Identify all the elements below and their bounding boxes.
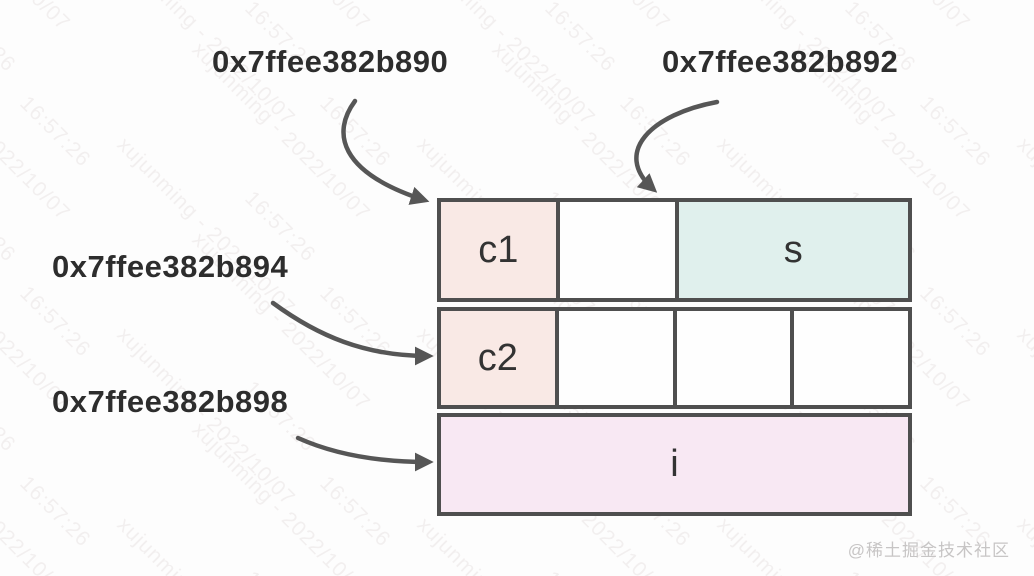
watermark-text: xujunming - 2022/10/07	[1012, 0, 1034, 131]
memory-row-2: c2	[437, 307, 912, 409]
watermark-text: 16:57:26	[540, 0, 621, 77]
watermark-text: xujunming - 2022/10/07	[1012, 133, 1034, 320]
watermark-text: 16:57:26	[15, 91, 96, 172]
cell-c2: c2	[441, 311, 559, 405]
arrow-addr890-to-c1	[341, 98, 430, 205]
watermark-text: 16:57:26	[315, 91, 396, 172]
watermark-text: 16:57:26	[315, 281, 396, 362]
watermark-text: xujunming - 2022/10/07	[187, 0, 375, 36]
watermark-text: 16:57:26	[615, 91, 696, 172]
arrow-addr898-to-i	[295, 435, 434, 472]
watermark-text: 16:57:26	[315, 471, 396, 552]
community-credit: @稀土掘金技术社区	[847, 541, 1010, 560]
watermark-text: 16:57:26	[540, 567, 620, 576]
cell-s: s	[678, 202, 908, 298]
watermark-text: xujunming - 2022/10/07	[1012, 323, 1034, 510]
cell-padding	[558, 311, 677, 405]
address-label-0x7ffee382b894: 0x7ffee382b894	[52, 249, 289, 284]
address-label-0x7ffee382b890: 0x7ffee382b890	[212, 44, 449, 79]
watermark-text: xujunming - 2022/10/07	[1012, 513, 1034, 576]
watermark-text: 16:57:26	[840, 567, 920, 576]
watermark-text: xujunming - 2022/10/07	[787, 0, 975, 36]
watermark-text: xujunming - 2022/10/07	[187, 418, 375, 576]
watermark-text: 16:57:26	[0, 567, 20, 576]
watermark-text: 16:57:26	[15, 471, 96, 552]
cell-c1: c1	[441, 202, 560, 298]
cell-padding	[559, 202, 679, 298]
watermark-text: xujunming - 2022/10/07	[412, 513, 600, 576]
watermark-text: 16:57:26	[240, 567, 320, 576]
cell-padding	[676, 311, 795, 405]
watermark-text: xujunming - 2022/10/07	[0, 38, 75, 226]
watermark-text: xujunming - 2022/10/07	[0, 418, 75, 576]
arrow-addr894-to-c2	[270, 300, 434, 366]
watermark-text: xujunming - 2022/10/07	[487, 0, 675, 36]
watermark-text: 16:57:26	[0, 376, 21, 457]
watermark-text: 16:57:26	[915, 91, 996, 172]
watermark-text: 16:57:26	[15, 281, 96, 362]
watermark-text: xujunming - 2022/10/07	[112, 133, 300, 321]
watermark-text: xujunming - 2022/10/07	[0, 0, 75, 36]
memory-row-1: c1 s	[437, 198, 912, 302]
watermark-text: 16:57:26	[915, 281, 996, 362]
address-label-0x7ffee382b892: 0x7ffee382b892	[662, 44, 899, 79]
arrow-addr892-to-padding-s-boundary	[634, 99, 720, 193]
watermark-text: 16:57:26	[0, 186, 21, 267]
cell-i: i	[441, 417, 908, 512]
address-label-0x7ffee382b898: 0x7ffee382b898	[52, 384, 289, 419]
cell-padding	[794, 311, 908, 405]
watermark-text: 16:57:26	[0, 0, 21, 77]
memory-row-3: i	[437, 413, 912, 516]
watermark-text: xujunming - 2022/10/07	[112, 513, 300, 576]
